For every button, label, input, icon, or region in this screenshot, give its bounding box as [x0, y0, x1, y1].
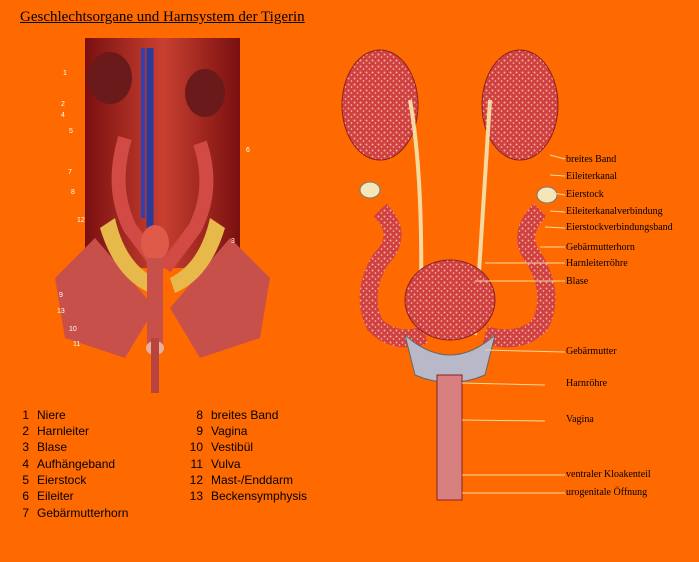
page-title: Geschlechtsorgane und Harnsystem der Tig… — [20, 9, 305, 25]
fat-tissue — [100, 218, 225, 293]
photo-number-3: 3 — [231, 238, 235, 245]
label-eileiterkanalverbindung: Eileiterkanalverbindung — [566, 206, 663, 217]
photo-number-13: 13 — [57, 308, 65, 315]
label-eileiterkanal: Eileiterkanal — [566, 171, 618, 182]
label-breites-band: breites Band — [566, 154, 617, 165]
photo-number-7: 7 — [68, 169, 72, 176]
photo-number-5: 5 — [69, 128, 73, 135]
ovary-right — [536, 186, 558, 204]
photo-number-12: 12 — [77, 217, 85, 224]
photo-number-6: 6 — [246, 147, 250, 154]
label-eierstockverbindungsband: Eierstockverbindungsband — [566, 222, 673, 233]
kidney-left — [88, 52, 132, 104]
kidney-right — [185, 69, 225, 117]
photo-number-1: 1 — [63, 70, 67, 77]
label-urogenitale-oeffnung: urogenitale Öffnung — [566, 487, 648, 498]
photo-number-4: 4 — [61, 112, 65, 119]
photo-number-9: 9 — [59, 292, 63, 299]
uterine-horn-right — [482, 203, 556, 348]
label-harnroehre: Harnröhre — [566, 378, 608, 389]
uterine-horn-right — [159, 140, 214, 273]
schematic-diagram — [341, 49, 566, 501]
label-harnleiterroehre: Harnleiterröhre — [566, 258, 628, 269]
uterine-horn-left — [359, 203, 428, 348]
ovary-left — [359, 181, 381, 199]
photo-number-2: 2 — [61, 101, 65, 108]
pelvic-wings — [55, 238, 270, 358]
photo-number-10: 10 — [69, 326, 77, 333]
label-gebaermutter: Gebärmutter — [566, 346, 617, 357]
photo-number-11: 11 — [73, 341, 81, 348]
label-blase: Blase — [566, 276, 589, 287]
kidney-left — [341, 49, 419, 161]
bladder — [404, 259, 496, 341]
anatomy-illustration — [55, 38, 270, 393]
label-eierstock: Eierstock — [566, 189, 604, 200]
photo-number-8: 8 — [71, 189, 75, 196]
label-gebaermutterhorn: Gebärmutterhorn — [566, 242, 635, 253]
label-vagina: Vagina — [566, 414, 594, 425]
vagina-tube — [436, 374, 463, 501]
label-ventraler-kloakenteil: ventraler Kloakenteil — [566, 469, 651, 480]
uterus-body — [404, 333, 496, 383]
bladder — [141, 225, 169, 261]
kidney-right — [481, 49, 559, 161]
